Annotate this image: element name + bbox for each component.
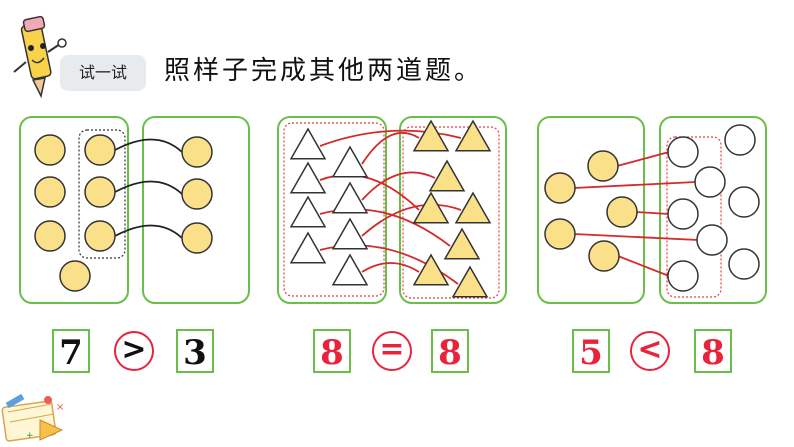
badge-label: 试一试 [78,63,127,82]
problem-1-left-circle-6 [84,220,116,252]
svg-text:+: + [26,431,34,441]
problem-2-right-triangle-6 [443,227,481,260]
problem-1-left-circle-4 [84,176,116,208]
problem-2-left-triangle-2 [331,145,369,178]
answer-3-left-number: 5 [572,329,610,373]
answer-2-symbol: = [372,331,412,371]
problems-layer [19,116,767,304]
problem-2-link-1 [319,129,462,147]
problem-1-link-2 [114,180,183,195]
problem-2-link-7 [361,262,420,273]
problem-3-left-circle-4 [544,218,576,250]
instruction-text: 照样子完成其他两道题。 [164,56,484,86]
problem-3-left-circle-1 [587,150,619,182]
problem-2-right-box [399,116,507,304]
problem-1-left-circle-2 [84,134,116,166]
problem-2-left-triangle-7 [289,231,327,264]
problem-2-right-triangle-2 [454,119,492,152]
answer-2-right-number: 8 [431,329,469,373]
answer-3-right-number: 8 [694,329,732,373]
problem-3-right-circle-1 [667,136,699,168]
problem-3-link-2 [573,181,697,189]
problem-1-right-circle-3 [181,222,213,254]
svg-text:×: × [56,402,64,413]
problem-2-link-2 [361,131,420,165]
problem-1-left-circle-1 [34,134,66,166]
problem-2-left-triangle-4 [331,181,369,214]
problem-2-right-triangle-5 [454,191,492,224]
problem-3-right-circle-8 [667,260,699,292]
badge-background [60,55,146,91]
problem-3-link-1 [616,151,670,167]
problem-2-right-triangle-7 [412,253,450,286]
problem-3-right-circle-2 [724,124,756,156]
problem-1-link-1 [114,138,183,153]
problem-1-right-box [142,116,250,304]
problem-2-left-triangle-8 [331,253,369,286]
problem-1-right-circle-2 [181,178,213,210]
problem-2-left-triangle-1 [289,127,327,160]
problem-2-right-triangle-1 [412,119,450,152]
problem-1-right-circle-1 [181,136,213,168]
problem-2-link-5 [361,203,462,237]
problem-3-right-circle-7 [728,248,760,280]
pencil-mascot-icon [13,15,67,99]
problem-2-right-triangle-3 [428,159,466,192]
problem-1-dotted-group [78,129,126,259]
answer-2-left-number: 8 [313,329,351,373]
problem-3-right-circle-4 [728,186,760,218]
problem-3-right-circle-6 [696,224,728,256]
problem-1-left-circle-5 [34,220,66,252]
problem-2-link-3 [361,171,436,201]
answer-1-right-number: 3 [176,329,214,373]
problem-3-left-circle-3 [606,196,638,228]
problem-2-right-triangle-4 [412,191,450,224]
problem-3-left-circle-5 [588,240,620,272]
problem-2-right-dotted-group [402,126,500,299]
problem-3-right-circle-5 [667,198,699,230]
answer-1-left-number: 7 [52,329,90,373]
problem-2-left-triangle-3 [289,161,327,194]
problem-2-left-dotted-group [283,122,385,297]
stationery-decor-icon: + × [1,393,64,442]
problem-1-link-3 [114,224,183,239]
problem-2-left-triangle-6 [331,217,369,250]
answer-1-symbol: > [114,331,154,371]
problem-3-link-5 [617,255,670,277]
problem-2-right-triangle-8 [451,265,489,298]
problem-1-left-circle-7 [59,260,91,292]
problem-3-right-circle-3 [694,166,726,198]
problem-3-link-4 [573,233,699,241]
answer-3-symbol: < [630,331,670,371]
problem-3-left-circle-2 [544,172,576,204]
problem-3-link-3 [635,211,670,215]
problem-2-link-4 [319,174,420,211]
problem-3-dotted-group [666,136,722,298]
problem-2-left-triangle-5 [289,195,327,228]
problem-1-left-circle-3 [34,176,66,208]
